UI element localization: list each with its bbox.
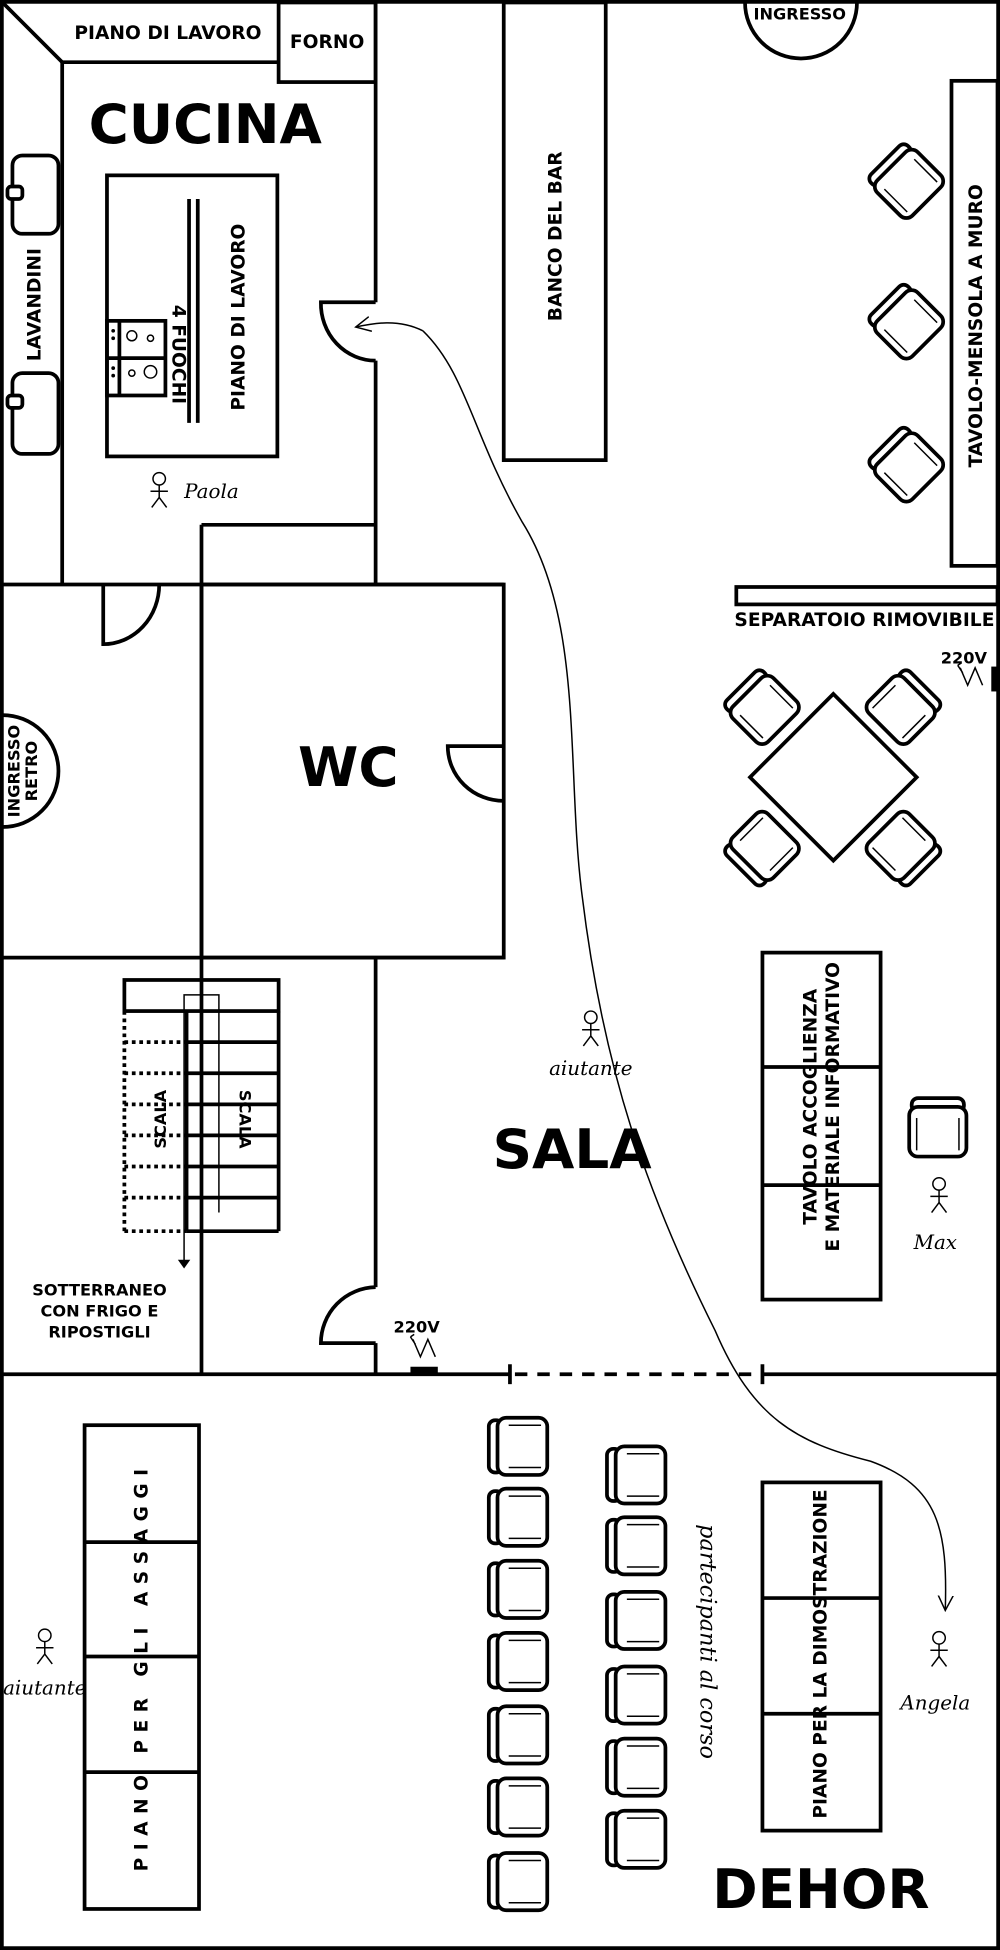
demo-table xyxy=(760,1480,883,1833)
person-angela: Angela xyxy=(898,1691,970,1714)
kitchen-title: CUCINA xyxy=(89,92,323,156)
wc-door[interactable] xyxy=(445,744,504,803)
chair xyxy=(486,1776,550,1838)
top-counter-label: PIANO DI LAVORO xyxy=(74,23,261,44)
welcome-table xyxy=(760,950,883,1302)
kitchen-island xyxy=(105,173,280,459)
divider-label: SEPARATOIO RIMOVIBILE xyxy=(734,610,994,631)
bar-label: BANCO DEL BAR xyxy=(545,151,566,321)
oven-label: FORNO xyxy=(290,32,364,53)
dehor-title: DEHOR xyxy=(712,1857,929,1921)
participant-chairs xyxy=(486,1415,668,1913)
tasting-table-label: PIANO PER GLI ASSAGGI xyxy=(131,1462,152,1872)
kitchen: PIANO DI LAVORO FORNO CUCINA LAVANDINI P… xyxy=(1,0,378,585)
basement-label-1: SOTTERRANEO xyxy=(32,1280,167,1299)
chair xyxy=(486,1415,550,1477)
chair xyxy=(486,1704,550,1766)
chair xyxy=(605,1664,668,1726)
chair xyxy=(907,1096,969,1159)
chair xyxy=(486,1558,550,1620)
sink xyxy=(10,371,61,456)
back-entrance-door[interactable] xyxy=(2,713,61,829)
chair xyxy=(486,1631,550,1692)
person-icon xyxy=(35,1628,55,1665)
chair xyxy=(863,278,949,365)
chair xyxy=(605,1515,668,1577)
wall-table xyxy=(949,78,1000,568)
back-entrance-label-2: RETRO xyxy=(22,741,41,802)
island-label: PIANO DI LAVORO xyxy=(228,224,249,411)
wc-label: WC xyxy=(298,735,399,799)
stove-label: 4 FUOCHI xyxy=(167,305,188,404)
entrance-label: INGRESSO xyxy=(753,4,846,23)
basement-label-3: RIPOSTIGLI xyxy=(48,1323,150,1342)
tasting-table xyxy=(82,1423,201,1911)
chair xyxy=(605,1444,668,1506)
welcome-table-label-1: TAVOLO ACCOGLIENZA xyxy=(800,988,821,1225)
person-icon xyxy=(929,1176,949,1214)
stairs-up-label: SCALA xyxy=(235,1090,254,1149)
kitchen-door[interactable] xyxy=(319,300,376,363)
route-arrow-head xyxy=(356,323,424,331)
chair xyxy=(863,138,949,224)
sala-helper: aiutante xyxy=(549,1057,632,1080)
removable-divider xyxy=(734,585,1000,607)
storage-door[interactable] xyxy=(101,584,162,647)
welcome-table-label-2: E MATERIALE INFORMATIVO xyxy=(823,962,844,1252)
chair xyxy=(486,1851,550,1913)
outlet-label: 220V xyxy=(394,1318,441,1337)
bar-counter xyxy=(501,0,608,463)
person-paola: Paola xyxy=(183,480,239,503)
sala-title: SALA xyxy=(493,1117,653,1181)
stairs: SCALA SCALA xyxy=(122,978,281,1269)
chair xyxy=(605,1736,668,1798)
person-icon xyxy=(929,1630,949,1668)
outlet-icon xyxy=(409,1333,437,1358)
person-max: Max xyxy=(913,1231,957,1254)
sinks-label: LAVANDINI xyxy=(24,248,45,361)
person-icon xyxy=(581,1010,601,1047)
wall-table-label: TAVOLO-MENSOLA A MURO xyxy=(966,184,987,467)
service-area: INGRESSO RETRO WC xyxy=(0,524,506,1375)
stove-icon xyxy=(105,318,168,398)
person-icon xyxy=(149,471,169,509)
outlet-label: 220V xyxy=(941,649,988,668)
back-entrance-label-1: INGRESSO xyxy=(4,725,23,818)
chair xyxy=(486,1486,550,1548)
socket xyxy=(991,666,998,692)
sala-door[interactable] xyxy=(319,1285,376,1345)
basement-label-2: CON FRIGO E xyxy=(41,1302,159,1321)
chair xyxy=(718,806,805,892)
chair xyxy=(605,1808,668,1870)
stairs-down-label: SCALA xyxy=(151,1089,170,1148)
dehor-helper: aiutante xyxy=(3,1676,86,1699)
route-arrow xyxy=(422,330,946,1611)
socket xyxy=(410,1366,438,1373)
demo-table-label: PIANO PER LA DIMOSTRAZIONE xyxy=(810,1489,831,1818)
chair xyxy=(863,421,949,508)
entrance-door[interactable] xyxy=(743,2,859,61)
participants-label: partecipanti al corso xyxy=(694,1524,720,1759)
square-table xyxy=(747,691,920,864)
chair xyxy=(605,1589,668,1651)
